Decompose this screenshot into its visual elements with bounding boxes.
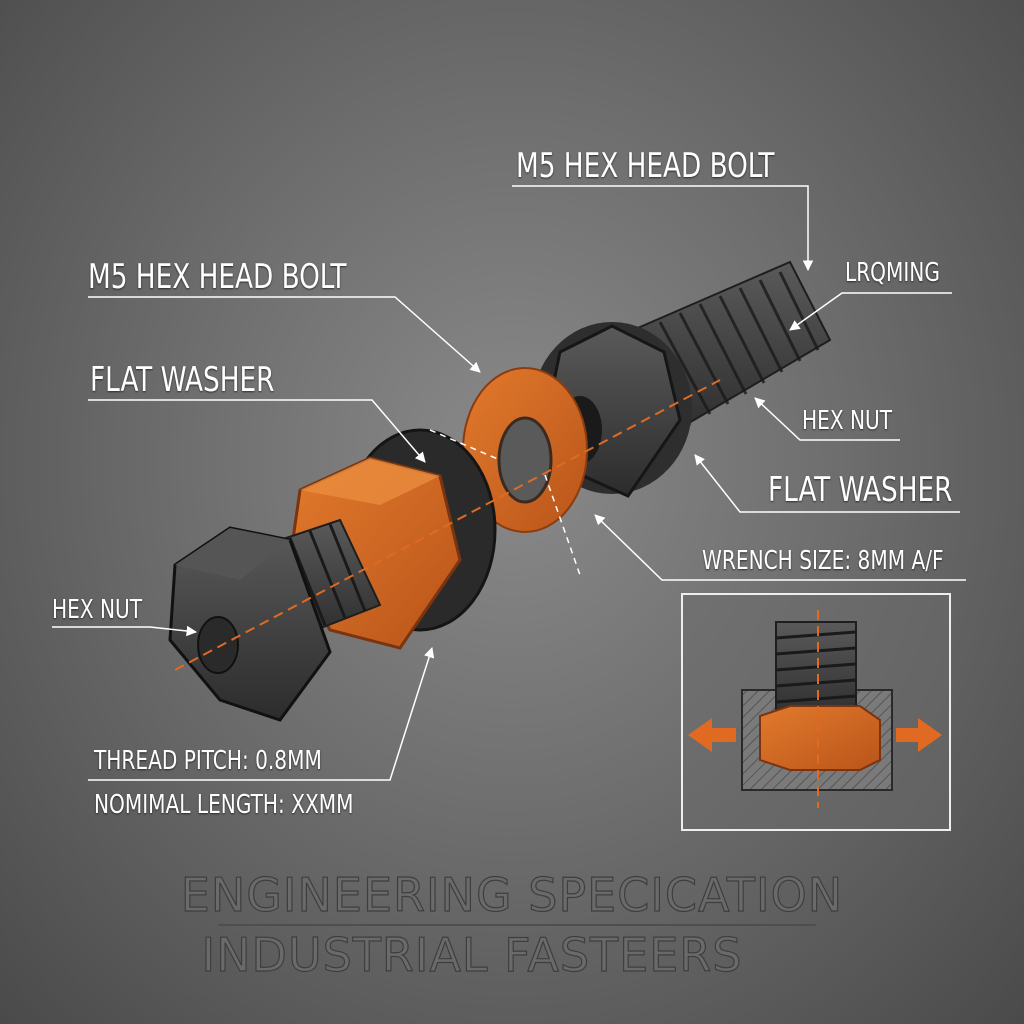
label-left-washer: FLAT WASHER	[90, 360, 275, 400]
left-bolt-head	[168, 526, 332, 722]
leader-left-bolt	[88, 296, 481, 373]
label-top-bolt: M5 HEX HEAD BOLT	[516, 146, 775, 186]
arrow-left-icon	[688, 718, 736, 752]
arrow-right-icon	[896, 718, 942, 752]
label-right-washer: FLAT WASHER	[768, 470, 953, 510]
center-flat-washer	[462, 367, 588, 533]
footer-subtitle: INDUSTRIAL FASTEERS	[201, 927, 743, 982]
label-thread-pitch: THREAD PITCH: 0.8MM	[94, 746, 322, 776]
footer-title: ENGINEERING SPECICATION	[180, 867, 844, 922]
leader-right-hex-nut	[754, 397, 900, 441]
label-left-bolt: M5 HEX HEAD BOLT	[88, 257, 347, 297]
leader-top-bolt	[512, 185, 814, 272]
label-left-hex-nut: HEX NUT	[52, 595, 143, 625]
leader-threading	[789, 292, 952, 331]
leader-left-hex-nut	[52, 625, 198, 637]
label-wrench-size: WRENCH SIZE: 8MM A/F	[702, 546, 944, 576]
leader-right-washer	[694, 454, 960, 513]
inset-detail	[681, 593, 951, 831]
label-nominal-length: NOMIMAL LENGTH: XXMM	[94, 790, 354, 820]
label-threading: LRQMING	[845, 258, 940, 288]
dim-line-2	[544, 474, 581, 576]
leader-thread-pitch	[88, 646, 435, 781]
footer-divider	[218, 924, 816, 926]
leader-left-washer	[88, 399, 426, 463]
center-axis	[174, 379, 721, 671]
label-right-hex-nut: HEX NUT	[802, 406, 893, 436]
leader-wrench-size	[594, 514, 966, 581]
dim-line-1	[429, 429, 501, 461]
